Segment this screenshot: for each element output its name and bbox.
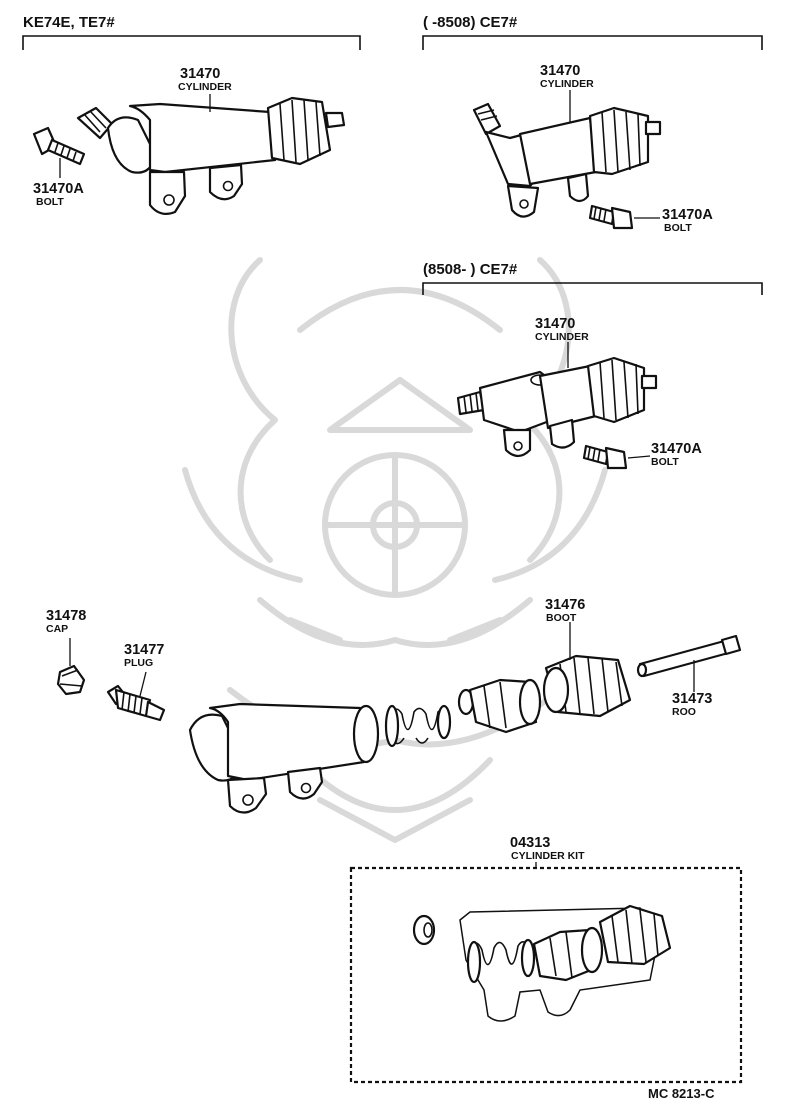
g3-bolt-label: BOLT	[651, 456, 679, 468]
rod-label: ROO	[672, 706, 696, 718]
cap-part	[56, 664, 86, 696]
cylinder-assembly-3	[456, 356, 658, 458]
cap-label: CAP	[46, 623, 68, 635]
group3-bracket	[422, 282, 763, 295]
g2-cylinder-number: 31470	[540, 63, 580, 79]
leader-g3-bolt	[627, 455, 651, 459]
rod-number: 31473	[672, 691, 712, 707]
boot-number: 31476	[545, 597, 585, 613]
bolt-2	[588, 204, 634, 230]
bolt-1	[32, 126, 86, 166]
figure-reference: MC 8213-C	[648, 1086, 715, 1101]
g1-bolt-number: 31470A	[33, 181, 84, 197]
kit-ghost-body	[459, 907, 661, 1022]
kit-spring	[466, 938, 536, 984]
kit-boot	[598, 904, 672, 966]
boot-label: BOOT	[546, 612, 577, 624]
rod-part	[636, 634, 742, 678]
group1-header: KE74E, TE7#	[23, 14, 115, 31]
boot-part	[542, 654, 632, 718]
group3-header: (8508- ) CE7#	[423, 261, 518, 278]
exploded-components: 31478 CAP 31477 PLUG	[46, 597, 742, 814]
kit-cap	[412, 914, 436, 946]
g1-cylinder-number: 31470	[180, 66, 220, 82]
kit-number: 04313	[510, 835, 550, 851]
g2-cylinder-label: CYLINDER	[540, 78, 594, 90]
g3-bolt-number: 31470A	[651, 441, 702, 457]
kit-label: CYLINDER KIT	[511, 850, 585, 862]
g1-cylinder-label: CYLINDER	[178, 81, 232, 93]
cylinder-assembly-1	[76, 96, 346, 215]
cylinder-kit-group: 04313 CYLINDER KIT	[349, 835, 743, 1084]
cylinder-assembly-2	[472, 102, 662, 218]
kit-piston	[532, 926, 604, 982]
g1-bolt-label: BOLT	[36, 196, 64, 208]
plug-label: PLUG	[124, 657, 153, 669]
group2-header: ( -8508) CE7#	[423, 14, 518, 31]
g3-cylinder-label: CYLINDER	[535, 331, 589, 343]
group-ce7-pre-8508: ( -8508) CE7#	[422, 14, 763, 234]
group-ke74e-te7: KE74E, TE7# 31470	[22, 14, 361, 215]
cylinder-body-exploded	[188, 702, 380, 814]
g3-cylinder-number: 31470	[535, 316, 575, 332]
group2-bracket	[422, 35, 763, 50]
plug-part	[106, 684, 166, 722]
group-ce7-post-8508: (8508- ) CE7#	[422, 261, 763, 470]
g2-bolt-number: 31470A	[662, 207, 713, 223]
spring-part	[384, 704, 452, 748]
plug-number: 31477	[124, 642, 164, 658]
bolt-3	[582, 444, 628, 470]
cap-number: 31478	[46, 608, 86, 624]
piston-part	[457, 678, 542, 734]
kit-dashed-frame	[349, 866, 743, 1084]
g2-bolt-label: BOLT	[664, 222, 692, 234]
leader-plug	[139, 671, 147, 697]
group1-bracket	[22, 35, 361, 50]
